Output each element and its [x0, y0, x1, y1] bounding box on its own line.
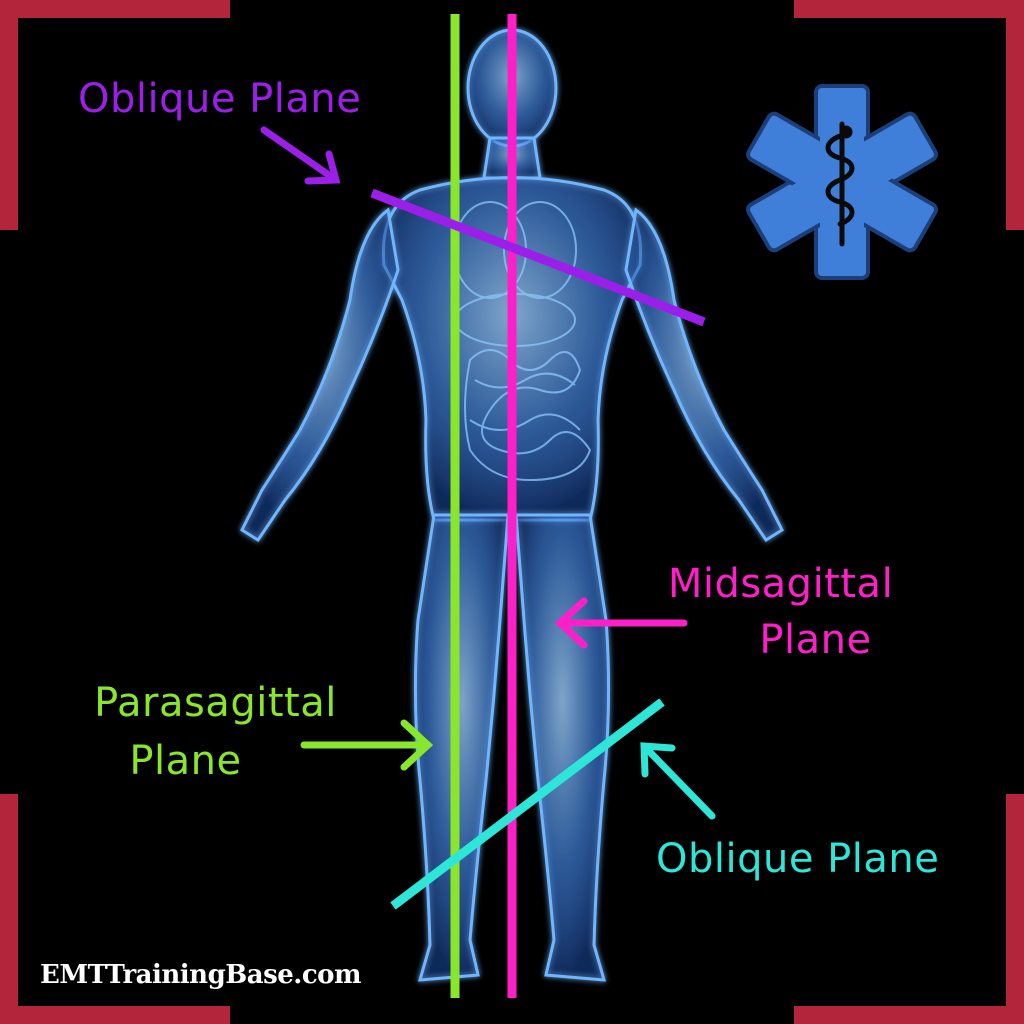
- rod-of-asclepius-icon: [825, 121, 855, 247]
- midsagittal-arrow: [554, 597, 688, 649]
- parasagittal-plane-label: Parasagittal Plane: [78, 674, 353, 790]
- parasagittal-arrow: [300, 719, 434, 771]
- oblique-plane-bottom-label: Oblique Plane: [656, 836, 940, 882]
- parasagittal-label-line2: Plane: [129, 738, 242, 784]
- oblique-plane-top-label: Oblique Plane: [78, 76, 362, 122]
- midsagittal-label-line1: Midsagittal: [667, 561, 894, 607]
- star-of-life-icon: [746, 84, 938, 280]
- oblique-top-arrow: [260, 126, 341, 185]
- watermark-text: EMTTrainingBase.com: [40, 960, 362, 990]
- oblique-plane-bottom-line: [390, 698, 665, 910]
- oblique-plane-top-line: [370, 188, 706, 327]
- oblique-bottom-arrow: [640, 742, 716, 820]
- midsagittal-plane-label: Midsagittal Plane: [648, 556, 913, 668]
- midsagittal-label-line2: Plane: [759, 617, 872, 663]
- parasagittal-label-line1: Parasagittal: [94, 680, 337, 726]
